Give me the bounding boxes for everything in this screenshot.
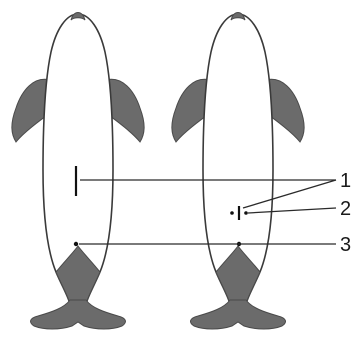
callout-3: 3 [340, 234, 351, 256]
right-mammary-dot-left [230, 211, 234, 215]
right-dolphin [172, 13, 304, 330]
callout-2: 2 [340, 198, 351, 220]
left-dolphin [12, 13, 144, 330]
right-mammary-dot-right [244, 211, 248, 215]
callout-1: 1 [340, 170, 351, 192]
left-anal-dot [74, 242, 78, 246]
